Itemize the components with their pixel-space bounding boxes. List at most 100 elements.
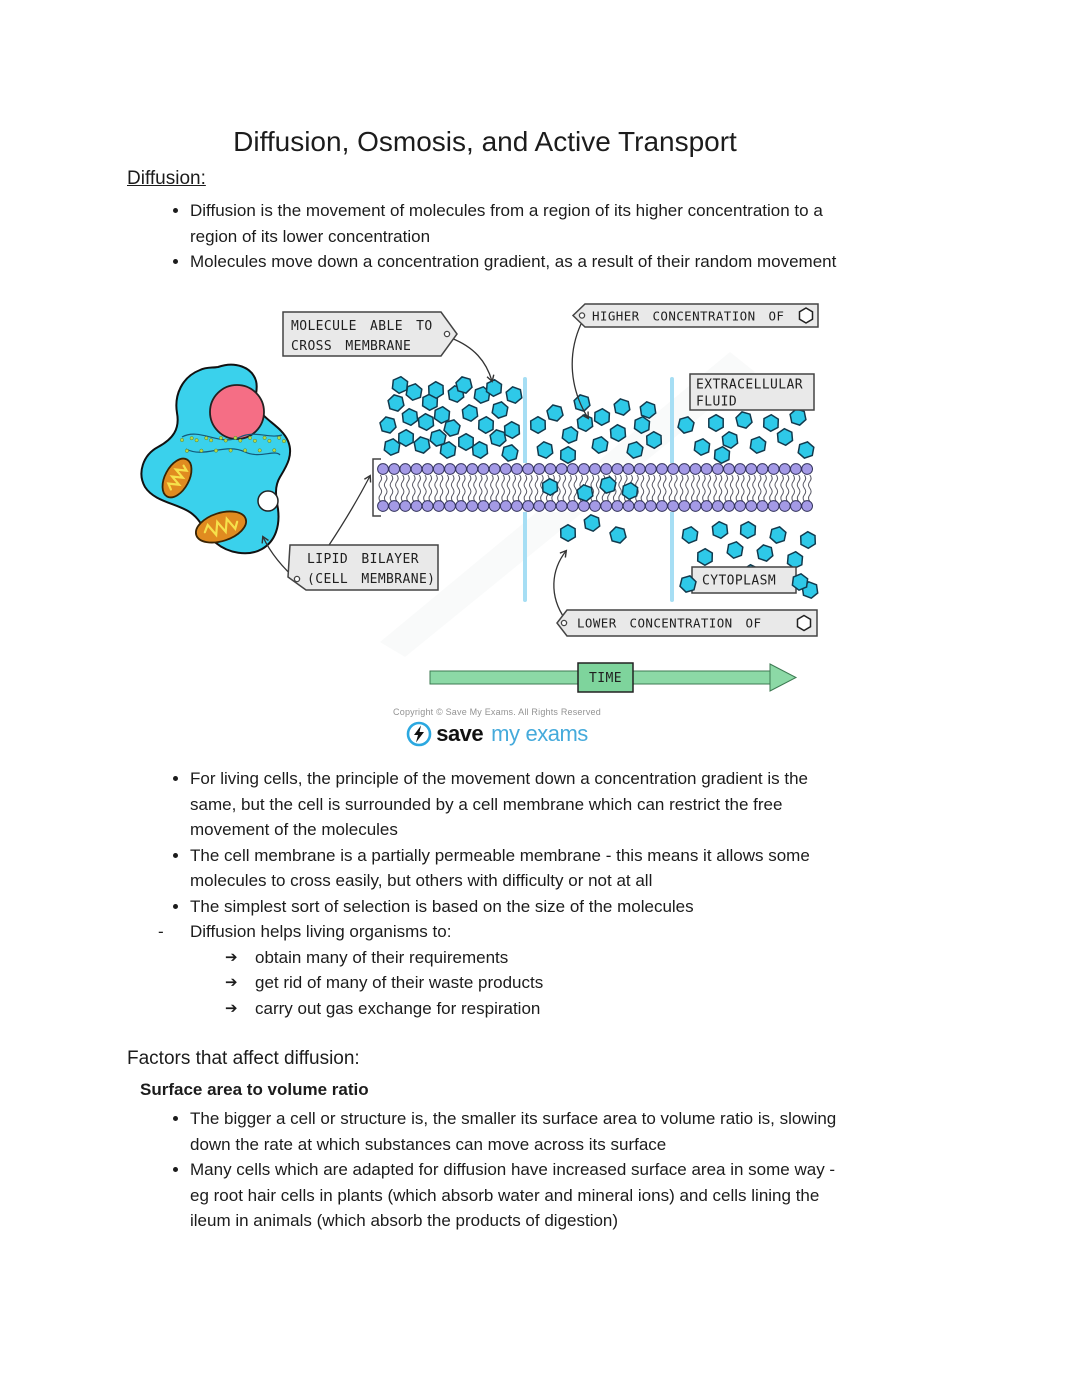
lightning-bolt-icon: [406, 721, 432, 747]
molecule-hexagon: [433, 405, 451, 425]
molecule-hexagon: [799, 530, 817, 550]
bullet-item: Molecules move down a concentration grad…: [190, 249, 980, 275]
phospholipid-head: [600, 463, 613, 475]
phospholipid-head: [533, 463, 546, 475]
molecule-hexagon: [391, 375, 409, 395]
molecule-hexagon: [713, 445, 731, 465]
bullet-item: For living cells, the principle of the m…: [190, 766, 927, 843]
molecule-hexagon: [633, 415, 651, 435]
phospholipid-head: [756, 463, 769, 475]
logo-text-my: my: [491, 721, 520, 746]
phospholipid-head: [656, 500, 668, 512]
molecule-hexagon: [387, 394, 405, 412]
svg-text:MOLECULE ABLE TO: MOLECULE ABLE TO: [291, 319, 433, 334]
phospholipid-head: [533, 500, 546, 512]
svg-text:(CELL MEMBRANE): (CELL MEMBRANE): [307, 572, 435, 587]
phospholipid-head: [444, 500, 456, 512]
molecule-hexagon: [541, 477, 559, 497]
phospholipid-head: [734, 500, 746, 512]
phospholipid-head: [410, 500, 423, 512]
phospholipid-head: [767, 463, 780, 475]
phospholipid-head: [745, 463, 758, 475]
phospholipid-head: [689, 463, 702, 475]
phospholipid-head: [511, 500, 523, 512]
phospholipid-head: [801, 463, 813, 475]
molecule-hexagon: [576, 483, 594, 503]
dash-marker: -: [158, 922, 164, 941]
molecule-hexagon: [789, 408, 807, 426]
time-label: TIME: [589, 671, 622, 686]
molecule-hexagon: [439, 440, 457, 460]
phospholipid-head: [466, 463, 479, 475]
molecule-hexagon: [591, 435, 609, 455]
phospholipid-head: [399, 500, 412, 512]
nucleus: [209, 384, 265, 440]
surface-area-subheading: Surface area to volume ratio: [140, 1080, 369, 1099]
arrow-list-item: ➔ carry out gas exchange for respiration: [127, 996, 927, 1022]
phospholipid-head: [656, 463, 668, 475]
phospholipid-head: [778, 500, 791, 512]
molecule-hexagon: [455, 376, 473, 394]
phospholipid-head: [566, 500, 579, 512]
molecule-hexagon: [576, 413, 594, 433]
molecule-hexagon: [443, 419, 461, 437]
molecule-hexagon: [708, 413, 724, 433]
molecule-hexagon: [769, 526, 787, 544]
arrow-icon: ➔: [225, 948, 238, 966]
bullet-item: The simplest sort of selection is based …: [190, 894, 927, 920]
phospholipid-head: [377, 500, 389, 512]
phospholipid-head: [801, 500, 813, 512]
molecule-hexagon: [559, 445, 577, 465]
svg-text:EXTRACELLULAR: EXTRACELLULAR: [696, 378, 803, 393]
phospholipid-head: [432, 500, 445, 512]
diffusion-heading: Diffusion:: [127, 168, 206, 189]
molecule-hexagon: [471, 440, 489, 460]
molecule-hexagon: [593, 407, 611, 427]
arrow-item-label: obtain many of their requirements: [255, 947, 509, 967]
dash-item-label: Diffusion helps living organisms to:: [190, 922, 452, 941]
arrow-item-label: get rid of many of their waste products: [255, 973, 544, 992]
savemyexams-brand: Copyright © Save My Exams. All Rights Re…: [352, 707, 642, 747]
phospholipid-head: [522, 500, 535, 512]
phospholipid-head: [499, 463, 512, 475]
phospholipid-head: [410, 463, 423, 475]
molecule-hexagon: [491, 401, 509, 419]
molecule-hexagon: [639, 400, 657, 420]
molecule-hexagon: [379, 416, 397, 434]
phospholipid-head: [377, 463, 389, 475]
mitochondrion: [161, 457, 193, 499]
molecule-hexagon: [427, 380, 445, 400]
molecule-hexagon: [626, 441, 644, 459]
molecule-hexagon: [693, 437, 711, 457]
molecule-hexagon: [383, 437, 401, 457]
hexagon-molecule-icon: [798, 307, 814, 324]
hexagon-molecule-icon: [796, 614, 812, 632]
phospholipid-head: [555, 463, 568, 475]
molecule-hexagon: [721, 430, 739, 450]
logo-text-exams: exams: [525, 721, 588, 746]
logo-text-save: save: [436, 721, 484, 746]
molecule-hexagon: [397, 428, 415, 448]
arrow-item-label: carry out gas exchange for respiration: [255, 998, 541, 1018]
phospholipid-head: [622, 463, 635, 475]
label-extracellular-fluid: EXTRACELLULAR FLUID: [689, 373, 815, 411]
molecule-hexagon: [791, 572, 809, 592]
arrow-icon: ➔: [225, 999, 238, 1017]
phospholipid-head: [566, 463, 579, 475]
molecule-hexagon: [786, 550, 804, 570]
lipid-bilayer: [377, 463, 813, 512]
molecule-hexagon: [485, 378, 503, 398]
phospholipid-head: [711, 500, 724, 512]
label-lower-concentration: LOWER CONCENTRATION OF: [556, 609, 818, 637]
bullet-item: The bigger a cell or structure is, the s…: [190, 1106, 990, 1157]
membrane-bracket: [372, 458, 381, 517]
svg-text:LIPID BILAYER: LIPID BILAYER: [307, 552, 419, 567]
molecule-hexagon: [417, 412, 435, 432]
phospholipid-head: [678, 500, 691, 512]
phospholipid-head: [667, 500, 680, 512]
molecule-hexagon: [536, 440, 554, 460]
molecule-hexagon: [613, 398, 631, 416]
bullet-list-factors: The bigger a cell or structure is, the s…: [127, 1106, 990, 1234]
phospholipid-head: [589, 463, 601, 475]
